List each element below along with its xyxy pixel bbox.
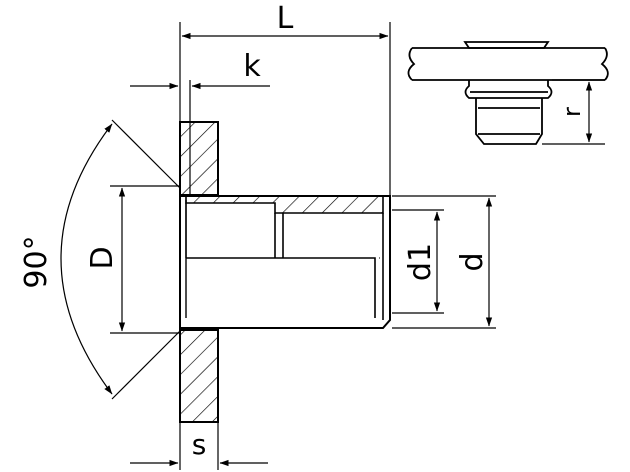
dimension-s (130, 422, 268, 470)
angle-90-dimension (60, 119, 181, 400)
label-d1: d1 (403, 243, 438, 281)
label-k: k (243, 49, 261, 84)
label-d: d (455, 252, 490, 271)
dimension-r (542, 79, 605, 145)
dimension-L (179, 22, 391, 195)
label-D: D (85, 246, 120, 269)
label-r: r (558, 107, 586, 117)
label-s: s (192, 428, 207, 461)
label-L: L (277, 1, 294, 36)
rivet-nut-body (179, 186, 391, 333)
dimension-d (392, 195, 496, 329)
dimension-d1 (392, 209, 444, 314)
dimension-k (130, 80, 270, 196)
label-angle: 90° (19, 235, 54, 288)
dimension-D (110, 185, 180, 334)
installed-detail-view (407, 41, 609, 145)
